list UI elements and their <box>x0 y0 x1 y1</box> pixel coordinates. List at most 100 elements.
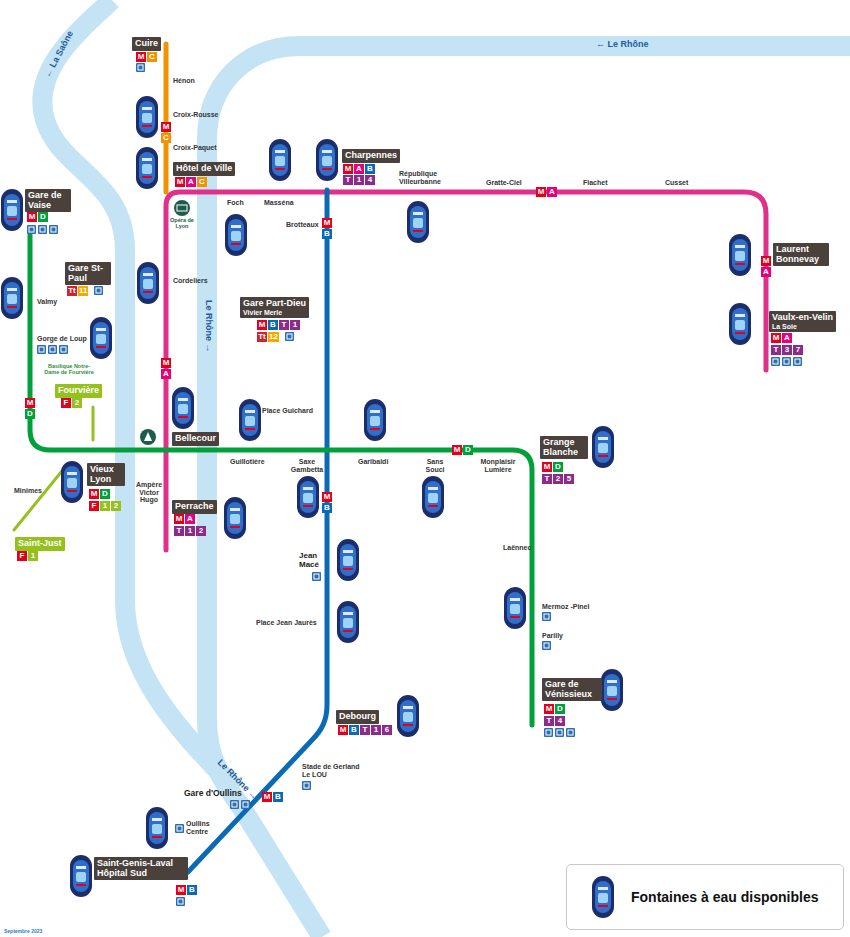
station-box: Charpennes <box>342 149 400 163</box>
line-badge: M <box>542 462 552 472</box>
station-name: Fourvière <box>58 386 99 396</box>
line-badges: T12 <box>174 526 206 536</box>
line-badges: MA <box>174 514 195 524</box>
station-name: Gare Part-Dieu <box>243 299 306 309</box>
station-name: Saint-Just <box>18 539 62 549</box>
station-label: République Villeurbanne <box>399 170 454 185</box>
line-badge: M <box>25 398 35 408</box>
line-badge: 5 <box>564 474 574 484</box>
line-badges: MD <box>542 462 563 472</box>
line-badge: M <box>175 177 185 187</box>
line-badge: 1 <box>354 175 364 185</box>
fountain-icon <box>146 807 168 849</box>
station-name: Laurent Bonnevay <box>776 245 826 264</box>
service-icon <box>37 345 46 354</box>
legend-item: Fontaines à eau disponibles <box>567 865 843 929</box>
line-badges: Tt12 <box>257 332 279 342</box>
line-badges: MAC <box>175 177 207 187</box>
line-badge: 3 <box>782 345 792 355</box>
line-badge: A <box>354 164 364 174</box>
fountain-icon <box>90 317 112 359</box>
station-label: Laënnec <box>503 544 531 552</box>
fountain-icon <box>316 139 338 181</box>
line-badge: A <box>547 187 557 197</box>
station-label: Ampère Victor Hugo <box>134 481 164 504</box>
service-icon <box>59 345 68 354</box>
station-name: Grange Blanche <box>543 438 585 457</box>
line-badges: MA <box>771 333 792 343</box>
funicular-f2 <box>92 407 95 440</box>
legend-box: Fontaines à eau disponibles <box>566 864 844 930</box>
bellecour-icon <box>140 429 156 445</box>
service-icon <box>38 225 47 234</box>
service-icon <box>312 572 321 581</box>
line-badge: M <box>452 445 462 455</box>
metro-line-d <box>30 235 532 725</box>
line-badges: MB <box>322 218 332 239</box>
line-badge: Tt <box>67 286 77 296</box>
line-badges: F12 <box>89 501 121 511</box>
line-badge: A <box>161 369 171 379</box>
line-badge: 1 <box>185 526 195 536</box>
fountain-icon <box>269 139 291 181</box>
line-badge: C <box>147 52 157 62</box>
line-badge: 2 <box>196 526 206 536</box>
line-badges: MA <box>761 256 771 277</box>
line-badge: 1 <box>290 320 300 330</box>
line-badge: D <box>553 462 563 472</box>
line-badge: M <box>322 218 332 228</box>
station-box: Vieux Lyon <box>87 463 125 486</box>
line-badge: B <box>322 503 332 513</box>
station-name: Perrache <box>175 502 214 512</box>
service-icon <box>782 357 791 366</box>
station-name: Debourg <box>339 712 376 722</box>
service-icon <box>285 332 294 341</box>
line-badges: T25 <box>542 474 574 484</box>
line-badges: T37 <box>771 345 803 355</box>
line-badge: M <box>27 212 37 222</box>
line-badge: B <box>322 229 332 239</box>
station-name: Charpennes <box>345 151 397 161</box>
line-badge: M <box>338 725 348 735</box>
line-badge: T <box>174 526 184 536</box>
station-label: Parilly <box>542 632 563 640</box>
station-label: Garibaldi <box>358 458 388 466</box>
line-badge: F <box>17 551 27 561</box>
line-badge: C <box>161 133 171 143</box>
line-badges: MC <box>136 52 157 62</box>
station-box: Laurent Bonnevay <box>773 243 829 266</box>
line-badge: M <box>771 333 781 343</box>
station-label: Cordeliers <box>173 277 208 285</box>
station-label: Gorge de Loup <box>37 335 87 343</box>
station-box: Vaulx-en-VelinLa Soie <box>769 311 836 332</box>
station-name: Cuire <box>135 39 158 49</box>
line-badges: MD <box>452 445 473 455</box>
line-badges: T14 <box>343 175 375 185</box>
line-badge: D <box>100 489 110 499</box>
fountain-icon <box>297 476 319 518</box>
line-badges: MB <box>176 885 197 895</box>
line-badge: 2 <box>111 501 121 511</box>
line-badges: MD <box>27 212 48 222</box>
station-name: Gare de Vaise <box>28 191 68 210</box>
fountain-icon <box>1 189 23 231</box>
river-rhone <box>207 46 850 937</box>
fountain-icon <box>397 695 419 737</box>
line-badge: B <box>273 792 283 802</box>
fountain-icon <box>407 201 429 243</box>
service-icon <box>48 345 57 354</box>
service-icon <box>566 728 575 737</box>
station-label: Cusset <box>665 179 688 187</box>
line-badges: MC <box>161 122 171 143</box>
service-icon <box>793 357 802 366</box>
line-badge: 11 <box>78 286 88 296</box>
line-badge: 1 <box>28 551 38 561</box>
station-label: ← Le Rhône <box>596 40 649 50</box>
line-badge: 6 <box>382 725 392 735</box>
station-box: Gare de Vaise <box>25 189 71 212</box>
station-box: Cuire <box>132 37 161 51</box>
station-label: Mermoz -Pinel <box>542 603 589 611</box>
metro-line-c <box>164 44 169 192</box>
line-badge: T <box>360 725 370 735</box>
